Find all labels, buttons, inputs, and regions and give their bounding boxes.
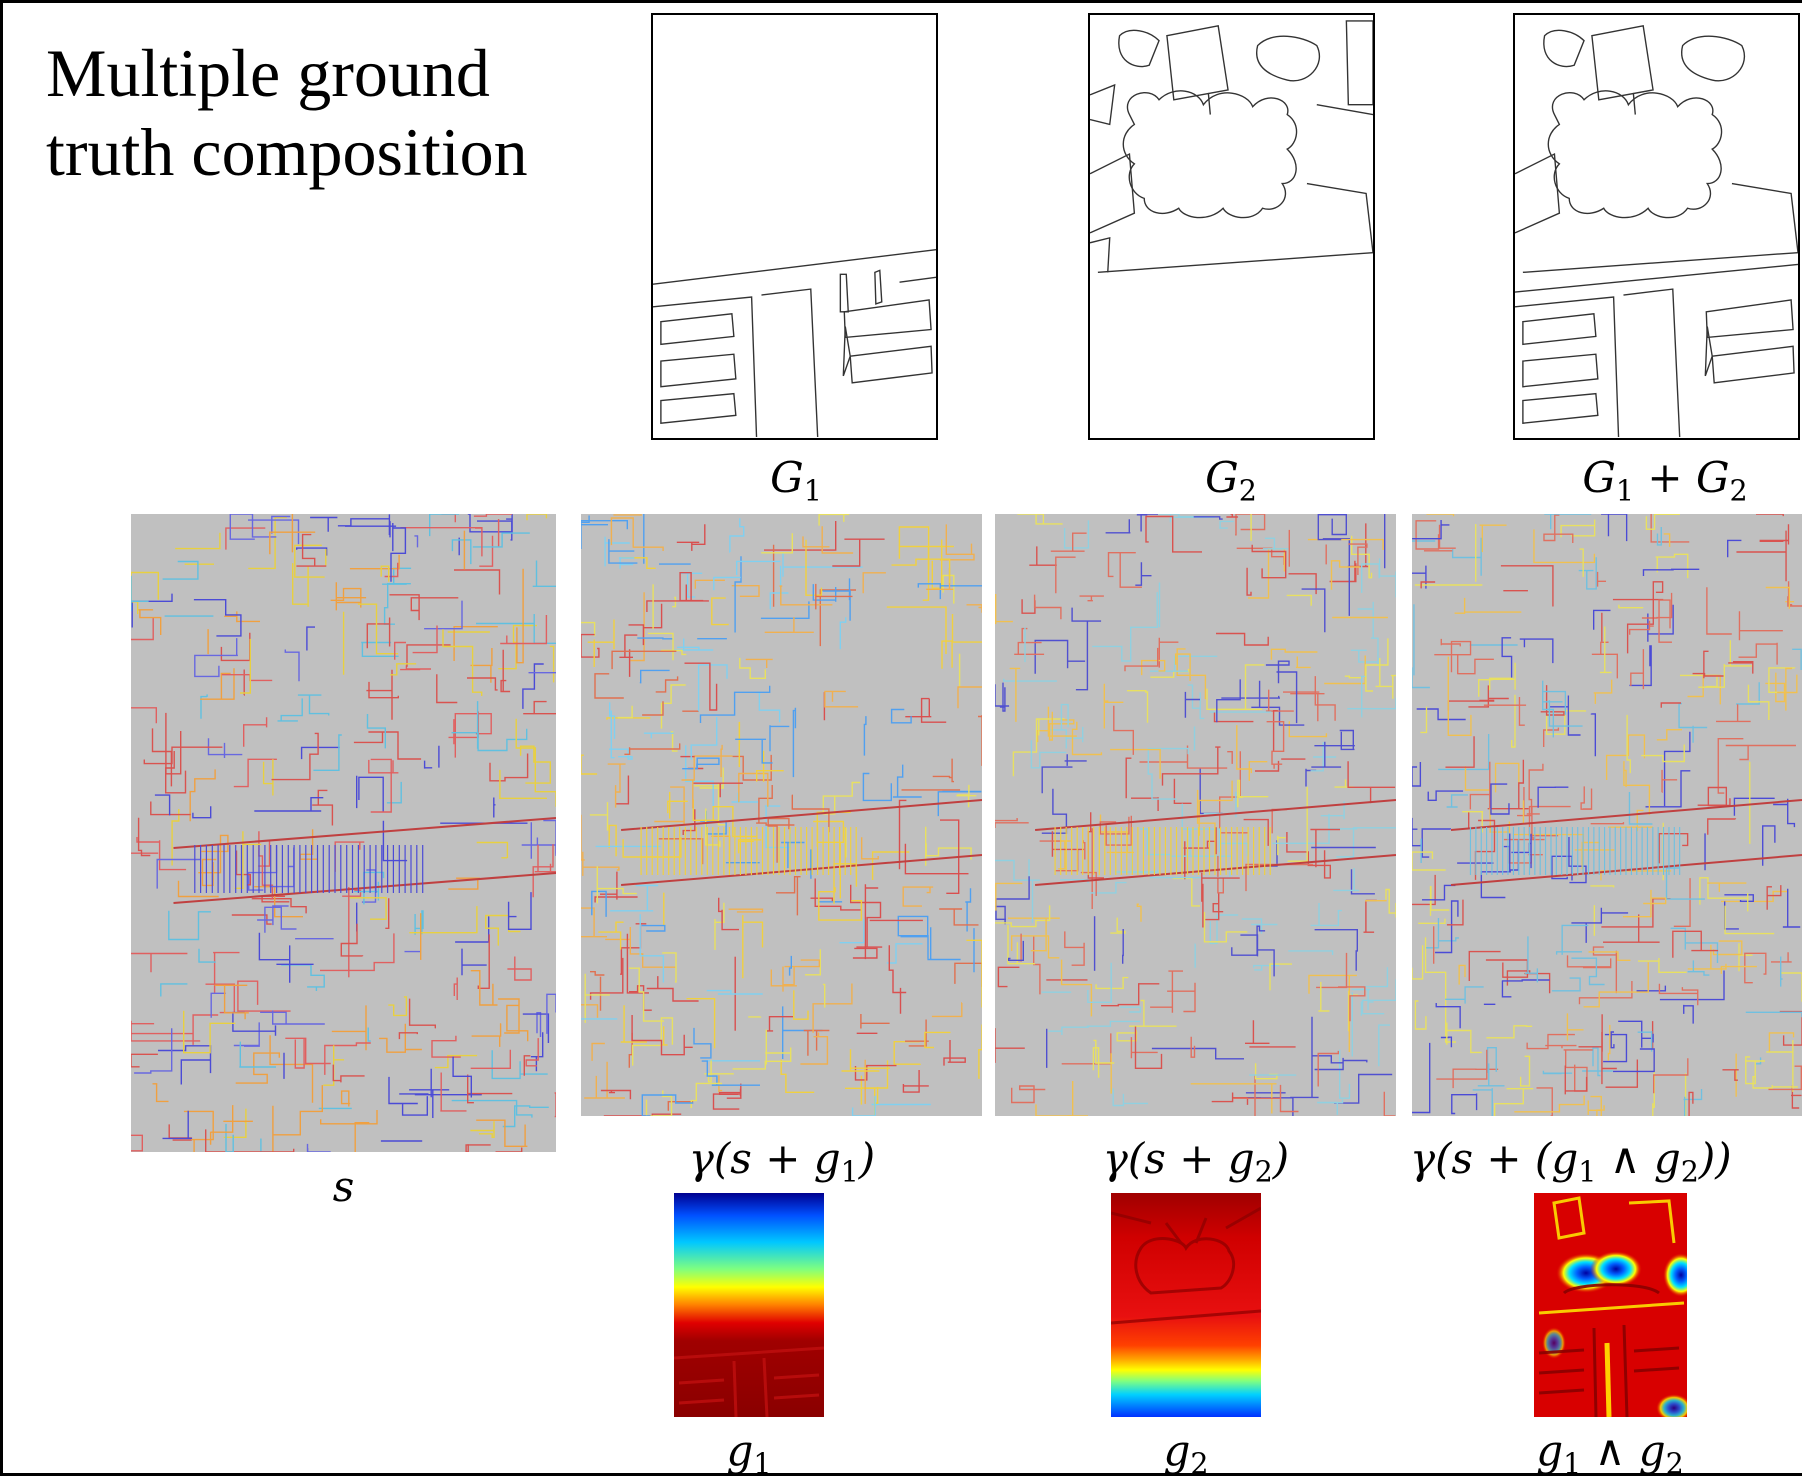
segmentation-gamma-s-g1-label: γ(s + g1) xyxy=(688,1134,876,1189)
ground-truth-g1-panel xyxy=(651,13,938,440)
distance-map-g2-label: g2 xyxy=(1163,1426,1209,1481)
segmentation-gamma-s-g1-and-g2-panel xyxy=(1412,514,1802,1116)
ground-truth-g1-label: G1 xyxy=(770,453,822,508)
distance-map-g1-label: g1 xyxy=(726,1426,772,1481)
segmentation-gamma-s-g1-panel xyxy=(581,514,982,1116)
segmentation-gamma-s-g1-contours xyxy=(581,514,982,1116)
ground-truth-g1-plus-g2-label: G1 + G2 xyxy=(1582,453,1748,508)
ground-truth-g2-drawing xyxy=(1090,20,1373,274)
title-line-1: Multiple ground xyxy=(46,35,490,111)
title-line-2: truth composition xyxy=(46,113,528,190)
segmentation-gamma-s-g1-and-g2-contours xyxy=(1412,514,1802,1116)
ground-truth-g1-plus-g2-drawing xyxy=(1515,25,1798,438)
ground-truth-g2-label: G2 xyxy=(1205,453,1257,508)
segmentation-gamma-s-g2-contours xyxy=(995,514,1396,1116)
distance-map-g2 xyxy=(1111,1193,1261,1417)
distance-map-g1-and-g2 xyxy=(1534,1193,1687,1417)
distance-map-g2-structure xyxy=(1111,1206,1261,1325)
segmentation-gamma-s-g2-panel xyxy=(995,514,1396,1116)
segmentation-gamma-s-g1-and-g2-label: γ(s + (g1 ∧ g2)) xyxy=(1410,1138,1732,1187)
segmentation-s-contours xyxy=(131,514,556,1152)
distance-map-g1-and-g2-label: g1 ∧ g2 xyxy=(1536,1426,1684,1481)
segmentation-s-panel xyxy=(131,514,556,1152)
segmentation-gamma-s-g2-label: γ(s + g2) xyxy=(1102,1134,1290,1189)
distance-map-g1-and-g2-structure xyxy=(1534,1193,1687,1417)
segmentation-s-label: s xyxy=(332,1162,355,1211)
ground-truth-g2-panel xyxy=(1088,13,1375,440)
ground-truth-g1-plus-g2-panel xyxy=(1513,13,1800,440)
ground-truth-g1-drawing xyxy=(653,248,936,438)
figure-title: Multiple ground truth composition xyxy=(46,34,528,192)
distance-map-g1-structure xyxy=(674,1346,824,1417)
distance-map-g1 xyxy=(674,1193,824,1417)
